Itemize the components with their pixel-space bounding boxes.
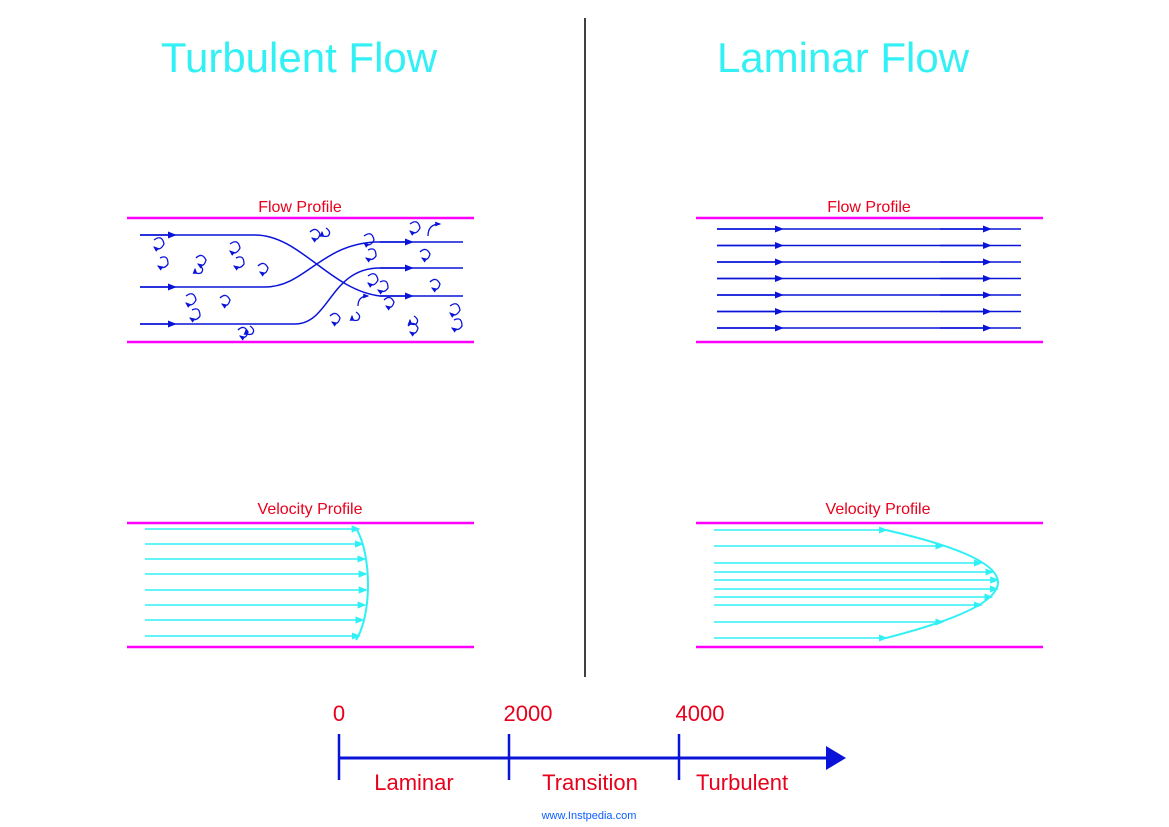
eddy-icon xyxy=(157,256,169,271)
laminar-flow-title: Laminar Flow xyxy=(717,34,970,81)
eddy-icon xyxy=(192,264,204,275)
laminar-velocity-profile: Velocity Profile xyxy=(696,501,1043,649)
turbulent-flow-profile: Flow Profile xyxy=(127,199,474,344)
turbulent-eddies xyxy=(153,221,463,341)
credit-link[interactable]: www.Instpedia.com xyxy=(541,810,637,822)
eddy-icon xyxy=(383,296,395,311)
eddy-icon xyxy=(229,241,241,256)
laminar-velocity-envelope xyxy=(885,529,999,639)
eddy-icon xyxy=(365,248,377,263)
tick-label: 4000 xyxy=(676,701,725,726)
turbulent-velocity-vectors xyxy=(145,525,368,640)
eddy-icon xyxy=(363,233,375,248)
eddy-icon xyxy=(427,221,442,237)
eddy-icon xyxy=(243,325,255,336)
reynolds-scale: 0 2000 4000 Laminar Transition Turbulent xyxy=(333,701,846,795)
region-label: Turbulent xyxy=(696,770,788,795)
eddy-icon xyxy=(185,293,197,308)
region-label: Laminar xyxy=(374,770,453,795)
eddy-icon xyxy=(377,280,389,295)
turbulent-velocity-profile: Velocity Profile xyxy=(127,501,474,649)
arrow-right-icon xyxy=(826,746,846,770)
laminar-velocity-profile-label: Velocity Profile xyxy=(826,501,931,518)
eddy-icon xyxy=(407,315,419,326)
turbulent-velocity-envelope xyxy=(355,527,369,641)
eddy-icon xyxy=(319,227,331,238)
region-label: Transition xyxy=(542,770,638,795)
eddy-icon xyxy=(429,278,441,293)
eddy-icon xyxy=(257,262,269,277)
turbulent-flow-title: Turbulent Flow xyxy=(161,34,438,81)
eddy-icon xyxy=(449,303,461,318)
turbulent-flow-profile-label: Flow Profile xyxy=(258,199,342,216)
tick-label: 2000 xyxy=(504,701,553,726)
tick-label: 0 xyxy=(333,701,345,726)
laminar-streamlines xyxy=(717,225,1021,332)
eddy-icon xyxy=(153,237,165,252)
eddy-icon xyxy=(367,273,379,288)
laminar-flow-profile-label: Flow Profile xyxy=(827,199,911,216)
eddy-icon xyxy=(419,248,431,263)
laminar-flow-profile: Flow Profile xyxy=(696,199,1043,344)
eddy-icon xyxy=(409,221,421,236)
turbulent-streamlines xyxy=(140,231,463,328)
eddy-icon xyxy=(233,256,245,271)
eddy-icon xyxy=(189,308,201,323)
turbulent-velocity-profile-label: Velocity Profile xyxy=(258,501,363,518)
laminar-velocity-vectors xyxy=(714,526,1000,642)
eddy-icon xyxy=(309,228,321,243)
eddy-icon xyxy=(451,318,463,333)
eddy-icon xyxy=(219,294,231,309)
eddy-icon xyxy=(329,312,341,327)
streamline xyxy=(140,267,463,325)
streamline xyxy=(140,241,463,288)
eddy-icon xyxy=(195,254,207,269)
streamline xyxy=(140,234,463,297)
eddy-icon xyxy=(349,311,361,322)
eddy-icon xyxy=(357,293,370,307)
